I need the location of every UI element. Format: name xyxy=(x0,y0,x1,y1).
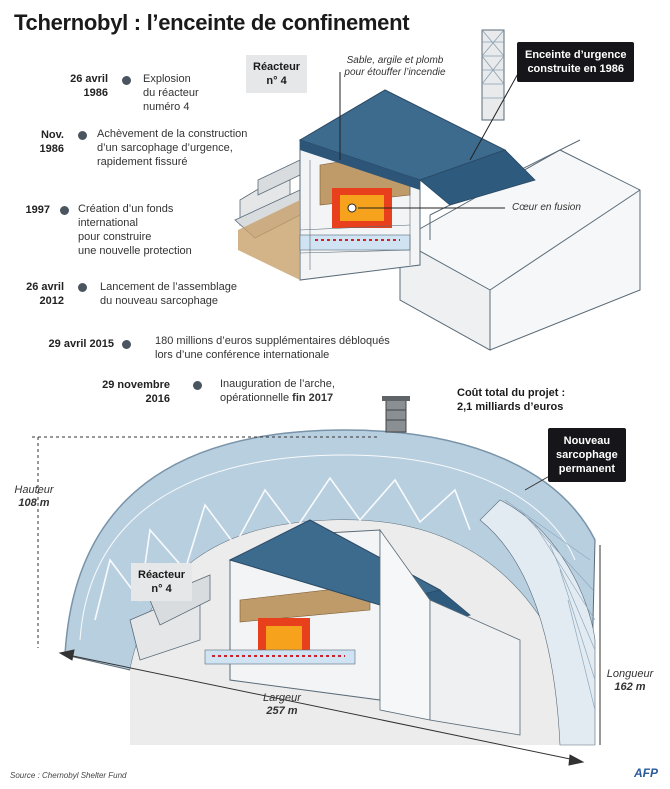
reactor-label-bottom: Réacteur n° 4 xyxy=(131,563,193,601)
source-credit: Source : Chernobyl Shelter Fund xyxy=(10,771,127,780)
timeline-text: Lancement de l’assemblage du nouveau sar… xyxy=(100,281,237,307)
timeline-dot xyxy=(78,131,87,140)
height-dimension: Hauteur 108 m xyxy=(4,484,64,510)
timeline-date: 29 novembre 2016 xyxy=(102,379,170,405)
timeline-text: Inauguration de l’arche, opérationnelle … xyxy=(220,377,335,405)
length-value: 162 m xyxy=(614,681,646,693)
timeline-text: Explosion du réacteur numéro 4 xyxy=(143,73,199,113)
timeline-dot xyxy=(122,76,131,85)
total-cost: Coût total du projet : 2,1 milliards d’e… xyxy=(457,387,566,413)
reactor-building-top xyxy=(234,89,536,281)
dimension-lines xyxy=(32,436,601,766)
timeline-dot xyxy=(60,206,69,215)
height-label: Hauteur xyxy=(14,484,54,496)
timeline-dot xyxy=(193,381,202,390)
timeline-date: 29 avril 2015 xyxy=(48,338,114,350)
emergency-enclosure-label: Enceinte d’urgence construite en 1986 xyxy=(517,42,635,82)
timeline-date: Nov. 1986 xyxy=(39,129,64,155)
reactor-building-bottom xyxy=(129,519,521,736)
molten-core-label: Cœur en fusion xyxy=(512,202,581,213)
top-leader-lines xyxy=(339,69,521,209)
agency-logo: AFP xyxy=(634,766,658,780)
timeline-date: 1997 xyxy=(25,204,50,216)
length-dimension: Longueur 162 m xyxy=(598,668,662,694)
timeline-text-emphasis: fin 2017 xyxy=(292,392,334,404)
timeline-text-main: Inauguration de l’arche, opérationnelle xyxy=(220,378,335,404)
length-label: Longueur xyxy=(606,668,654,680)
timeline-text: 180 millions d’euros supplémentaires déb… xyxy=(155,335,390,361)
page-title: Tchernobyl : l’enceinte de confinement xyxy=(14,10,410,35)
chimney xyxy=(481,29,505,121)
timeline-date: 26 avril 2012 xyxy=(26,281,64,307)
width-label: Largeur xyxy=(263,692,301,704)
top-vent xyxy=(382,396,410,433)
timeline-text: Achèvement de la construction d’un sarco… xyxy=(97,128,248,168)
sand-clay-lead-note: Sable, argile et plomb pour étouffer l’i… xyxy=(344,55,446,78)
timeline-dot xyxy=(78,283,87,292)
height-value: 108 m xyxy=(18,497,50,509)
reactor-label-top: Réacteur n° 4 xyxy=(246,55,308,93)
timeline-text: Création d’un fonds international pour c… xyxy=(78,203,192,257)
width-dimension: Largeur 257 m xyxy=(252,692,312,718)
timeline-dot xyxy=(122,340,131,349)
timeline-date: 26 avril 1986 xyxy=(70,73,108,99)
width-value: 257 m xyxy=(266,705,298,717)
new-sarcophagus-label: Nouveau sarcophage permanent xyxy=(548,428,626,482)
